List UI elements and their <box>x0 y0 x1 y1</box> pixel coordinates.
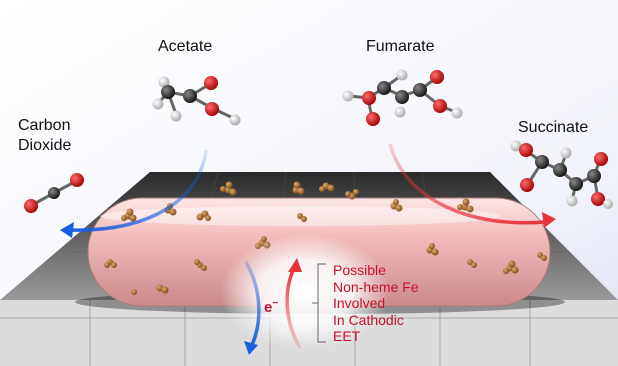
eet-bracket <box>312 263 326 343</box>
acetate-label: Acetate <box>158 38 213 55</box>
carbon-dioxide-label-line2: Dioxide <box>18 137 72 154</box>
electron-symbol: e <box>264 299 273 316</box>
fumarate-reduction-arrowhead <box>542 212 556 228</box>
carbon-dioxide-label-line1: Carbon <box>18 117 71 134</box>
eet-glow <box>220 234 390 350</box>
electron-out-arrow <box>244 261 261 346</box>
cathodic-eet-arrow <box>285 267 302 349</box>
electron-label: e− <box>264 298 278 316</box>
electron-charge: − <box>272 298 279 309</box>
eet-note-line: Possible <box>333 262 386 278</box>
fumarate-reduction-arrow <box>388 143 546 225</box>
fumarate-molecule <box>342 69 463 126</box>
eet-note: Possible Non-heme Fe Involved In Cathodi… <box>333 262 419 345</box>
acetate-molecule <box>152 76 241 126</box>
eet-note-line: Non-heme Fe <box>333 278 419 295</box>
co2-molecule <box>24 173 84 213</box>
carbon-dioxide-label: Carbon Dioxide <box>18 116 71 156</box>
eet-note-line: In Cathodic <box>333 311 404 328</box>
electron-out-arrowhead <box>244 341 258 355</box>
eet-note-line: Involved <box>333 295 386 311</box>
eet-note-line: EET <box>333 328 361 344</box>
fumarate-label: Fumarate <box>366 38 435 55</box>
cathodic-eet-arrowhead <box>288 258 302 272</box>
succinate-molecule <box>510 140 613 209</box>
acetate-oxidation-arrow <box>69 149 208 232</box>
succinate-label: Succinate <box>518 119 589 136</box>
acetate-oxidation-arrowhead <box>60 222 74 238</box>
